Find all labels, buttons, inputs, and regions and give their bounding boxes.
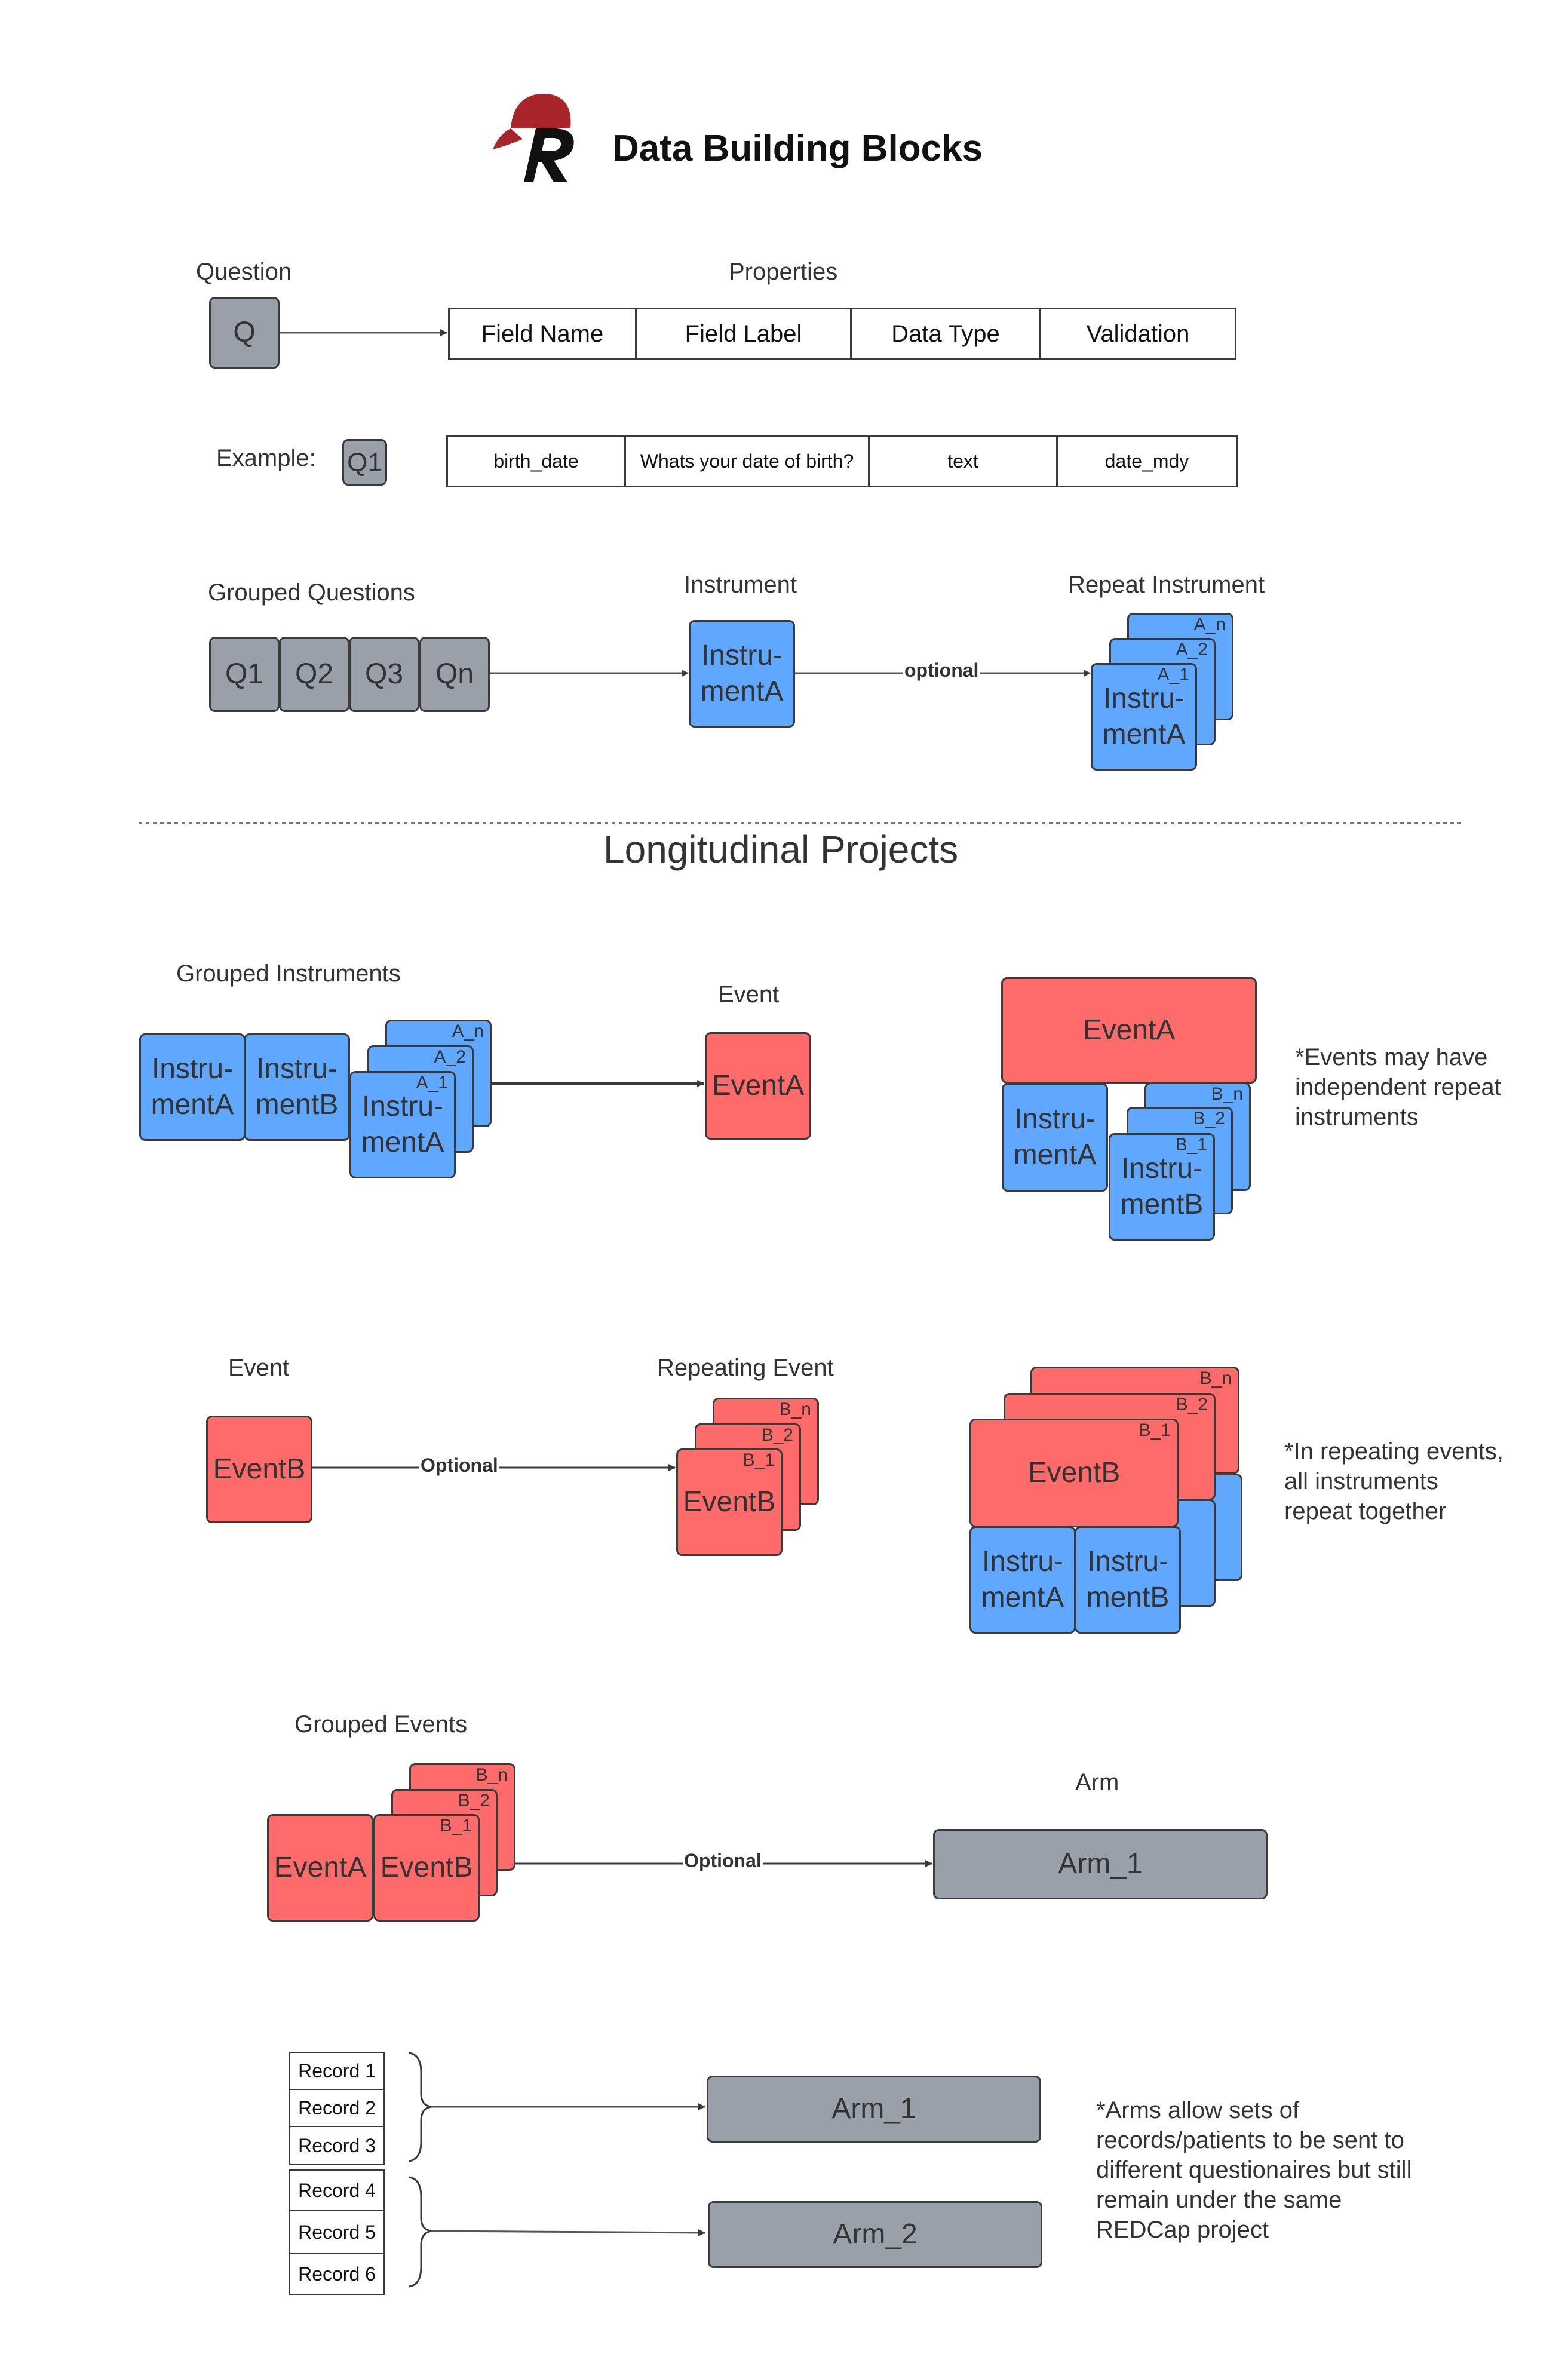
grouped-event-tag-b-1: B_1 <box>440 1816 472 1836</box>
record-6: Record 6 <box>289 2253 385 2295</box>
record-1: Record 1 <box>289 2052 385 2090</box>
example-repeat-tag-b-1: B_1 <box>1175 1135 1207 1155</box>
grouped-repeat-tag-a-2: A_2 <box>434 1047 466 1067</box>
record-3: Record 3 <box>289 2126 385 2165</box>
example-validation: date_mdy <box>1104 450 1189 472</box>
property-validation: Validation <box>1086 320 1190 347</box>
grouped-instrument-b: Instru- mentB <box>244 1033 350 1141</box>
optional-label-3: Optional <box>683 1850 763 1872</box>
record-4: Record 4 <box>289 2169 385 2211</box>
grouped-event-a: EventA <box>267 1814 373 1922</box>
brace-1 <box>409 2052 432 2162</box>
property-field-name: Field Name <box>450 309 637 358</box>
events-note: *Events may have independent repeat inst… <box>1295 1044 1501 1130</box>
repeating-tag-b-2: B_2 <box>761 1425 793 1445</box>
event-b-box: EventB <box>206 1416 312 1523</box>
grouped-event-b-label: EventB <box>380 1852 473 1883</box>
brace-2-arrow <box>431 2229 705 2236</box>
instrument-a-box: Instru- mentA <box>689 620 795 728</box>
instrument-label: Instrument <box>684 572 797 598</box>
grouped-question-qn: Qn <box>419 637 490 712</box>
page-title: Data Building Blocks <box>612 128 983 169</box>
grouped-repeat-tag-a-n: A_n <box>452 1021 484 1041</box>
example-event-tag-b-1: B_1 <box>1139 1420 1171 1440</box>
event-label-2: Event <box>228 1355 290 1381</box>
repeat-tag-a-2: A_2 <box>1176 640 1208 659</box>
grouped-question-q3: Q3 <box>349 637 419 712</box>
redcap-logo-icon <box>493 93 574 182</box>
example-repeating-instrument-b: Instru- mentB <box>1075 1526 1181 1634</box>
example-event-tag-b-2: B_2 <box>1176 1395 1208 1414</box>
grouped-event-tag-b-n: B_n <box>475 1765 508 1785</box>
example-data-type: text <box>870 437 1058 486</box>
grouped-instrument-a: Instru- mentA <box>139 1033 246 1141</box>
arm-2-record-box: Arm_2 <box>708 2201 1042 2268</box>
repeat-tag-a-n: A_n <box>1193 615 1226 634</box>
record-2: Record 2 <box>289 2089 385 2127</box>
property-field-label: Field Label <box>637 309 852 358</box>
arm-1-record-box: Arm_1 <box>707 2076 1041 2143</box>
event-a-box: EventA <box>705 1032 811 1140</box>
example-repeat-tag-b-2: B_2 <box>1193 1109 1225 1128</box>
grouped-repeat-tag-a-1: A_1 <box>416 1073 448 1092</box>
arm-label: Arm <box>1075 1769 1119 1796</box>
grouped-instruments-label: Grouped Instruments <box>176 960 401 987</box>
property-data-type: Data Type <box>852 309 1041 358</box>
optional-label-2: Optional <box>419 1454 499 1477</box>
repeating-tag-b-1: B_1 <box>742 1450 775 1470</box>
example-repeat-box-label: Instru- mentB <box>1120 1153 1204 1220</box>
grouped-event-tag-b-2: B_2 <box>458 1791 490 1810</box>
properties-label: Properties <box>729 259 838 285</box>
grouped-repeat-box-label: Instru- mentA <box>361 1091 444 1158</box>
longitudinal-title: Longitudinal Projects <box>603 828 959 871</box>
example-event-a: EventA <box>1001 977 1257 1084</box>
example-repeat-tag-b-n: B_n <box>1211 1084 1243 1104</box>
repeating-events-note: *In repeating events, all instruments re… <box>1284 1438 1503 1524</box>
arms-note: *Arms allow sets of records/patients to … <box>1096 2097 1412 2243</box>
repeating-tag-b-n: B_n <box>779 1399 811 1419</box>
grouped-question-q1: Q1 <box>209 637 280 712</box>
question-label: Question <box>196 259 292 285</box>
example-label: Example: <box>216 445 316 471</box>
grouped-question-q2: Q2 <box>279 637 349 712</box>
repeat-instrument-label: Repeat Instrument <box>1068 572 1265 598</box>
example-event-b-label: EventB <box>1027 1457 1121 1488</box>
grouped-questions-label: Grouped Questions <box>208 579 415 606</box>
grouped-events-label: Grouped Events <box>294 1711 468 1738</box>
example-instrument-a: Instru- mentA <box>1002 1083 1108 1192</box>
properties-table: Field Name Field Label Data Type Validat… <box>448 308 1236 360</box>
arm-1-box: Arm_1 <box>933 1829 1268 1899</box>
redcap-logo <box>487 87 588 188</box>
brace-2 <box>409 2176 432 2288</box>
event-label-1: Event <box>718 981 780 1008</box>
example-question-box: Q1 <box>342 439 387 486</box>
example-repeating-instrument-a: Instru- mentA <box>969 1526 1076 1634</box>
repeat-tag-a-1: A_1 <box>1157 665 1189 685</box>
example-field-name: birth_date <box>448 437 626 486</box>
optional-label-1: optional <box>903 659 980 682</box>
repeating-event-label: Repeating Event <box>657 1355 834 1381</box>
repeat-instrument-box-label: Instru- mentA <box>1102 683 1186 750</box>
example-event-tag-b-n: B_n <box>1199 1368 1232 1388</box>
question-box: Q <box>209 297 280 369</box>
example-field-label: Whats your date of birth? <box>626 437 870 486</box>
example-table: birth_date Whats your date of birth? tex… <box>446 435 1238 487</box>
repeating-event-box-label: EventB <box>683 1486 776 1518</box>
record-5: Record 5 <box>289 2210 385 2254</box>
